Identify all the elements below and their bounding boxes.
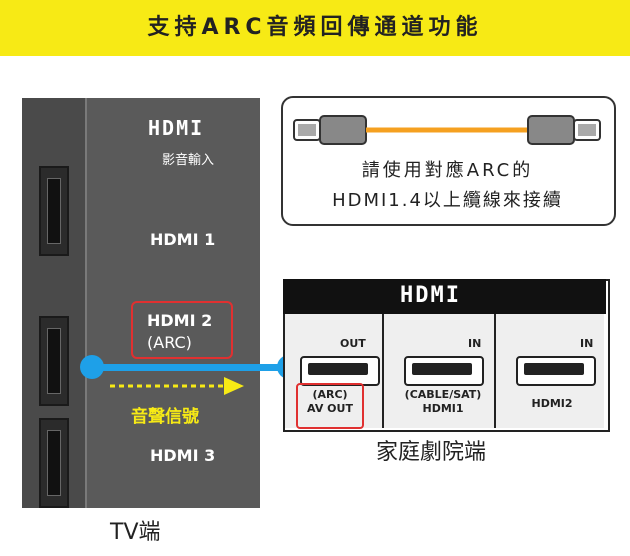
cable-note-line1: 請使用對應ARC的 [361, 160, 534, 181]
page-title: 支持ARC音頻回傳通道功能 [147, 15, 483, 40]
tv-hdmi3-port-icon [39, 418, 69, 508]
tv-port-label-hdmi3: HDMI 3 [150, 446, 216, 465]
ht-port1-label2: AV OUT [307, 402, 353, 415]
ht-port2-label1: (CABLE/SAT) [404, 388, 482, 401]
connection-line [93, 364, 290, 371]
ht-out-port-icon [300, 356, 380, 386]
ht-in1-port-icon [404, 356, 484, 386]
tv-port-label-hdmi1: HDMI 1 [150, 230, 216, 249]
tv-hdmi-logo: HDMI [148, 116, 205, 140]
ht-port3-direction: IN [580, 337, 594, 350]
hdmi-cable-icon [293, 115, 601, 145]
ht-hdmi-logo: HDMI [400, 283, 461, 308]
cable-note-line2: HDMI1.4以上纜線來接續 [332, 190, 563, 211]
tv-hdmi1-port-icon [39, 166, 69, 256]
ht-port2-direction: IN [468, 337, 482, 350]
av-out-highlight-box [296, 383, 364, 429]
ht-in2-port-icon [516, 356, 596, 386]
title-banner [0, 0, 630, 56]
signal-arrow-icon [110, 377, 244, 395]
ht-port1-direction: OUT [340, 337, 366, 350]
tv-port-sublabel-arc: (ARC) [147, 333, 192, 352]
ht-port1-label1: (ARC) [312, 388, 348, 401]
tv-hdmi2-port-icon [39, 316, 69, 406]
ht-port3-label1: HDMI2 [531, 397, 573, 410]
ht-port2-label2: HDMI1 [422, 402, 464, 415]
tv-input-subtitle: 影音輸入 [162, 153, 215, 168]
audio-signal-label: 音聲信號 [131, 407, 199, 427]
tv-port-label-hdmi2: HDMI 2 [147, 311, 213, 330]
arc-highlight-box [131, 301, 233, 359]
tv-connection-dot [80, 355, 104, 379]
ht-header [283, 279, 606, 314]
home-theater-caption: 家庭劇院端 [376, 440, 487, 465]
tv-caption: TV端 [110, 520, 161, 545]
